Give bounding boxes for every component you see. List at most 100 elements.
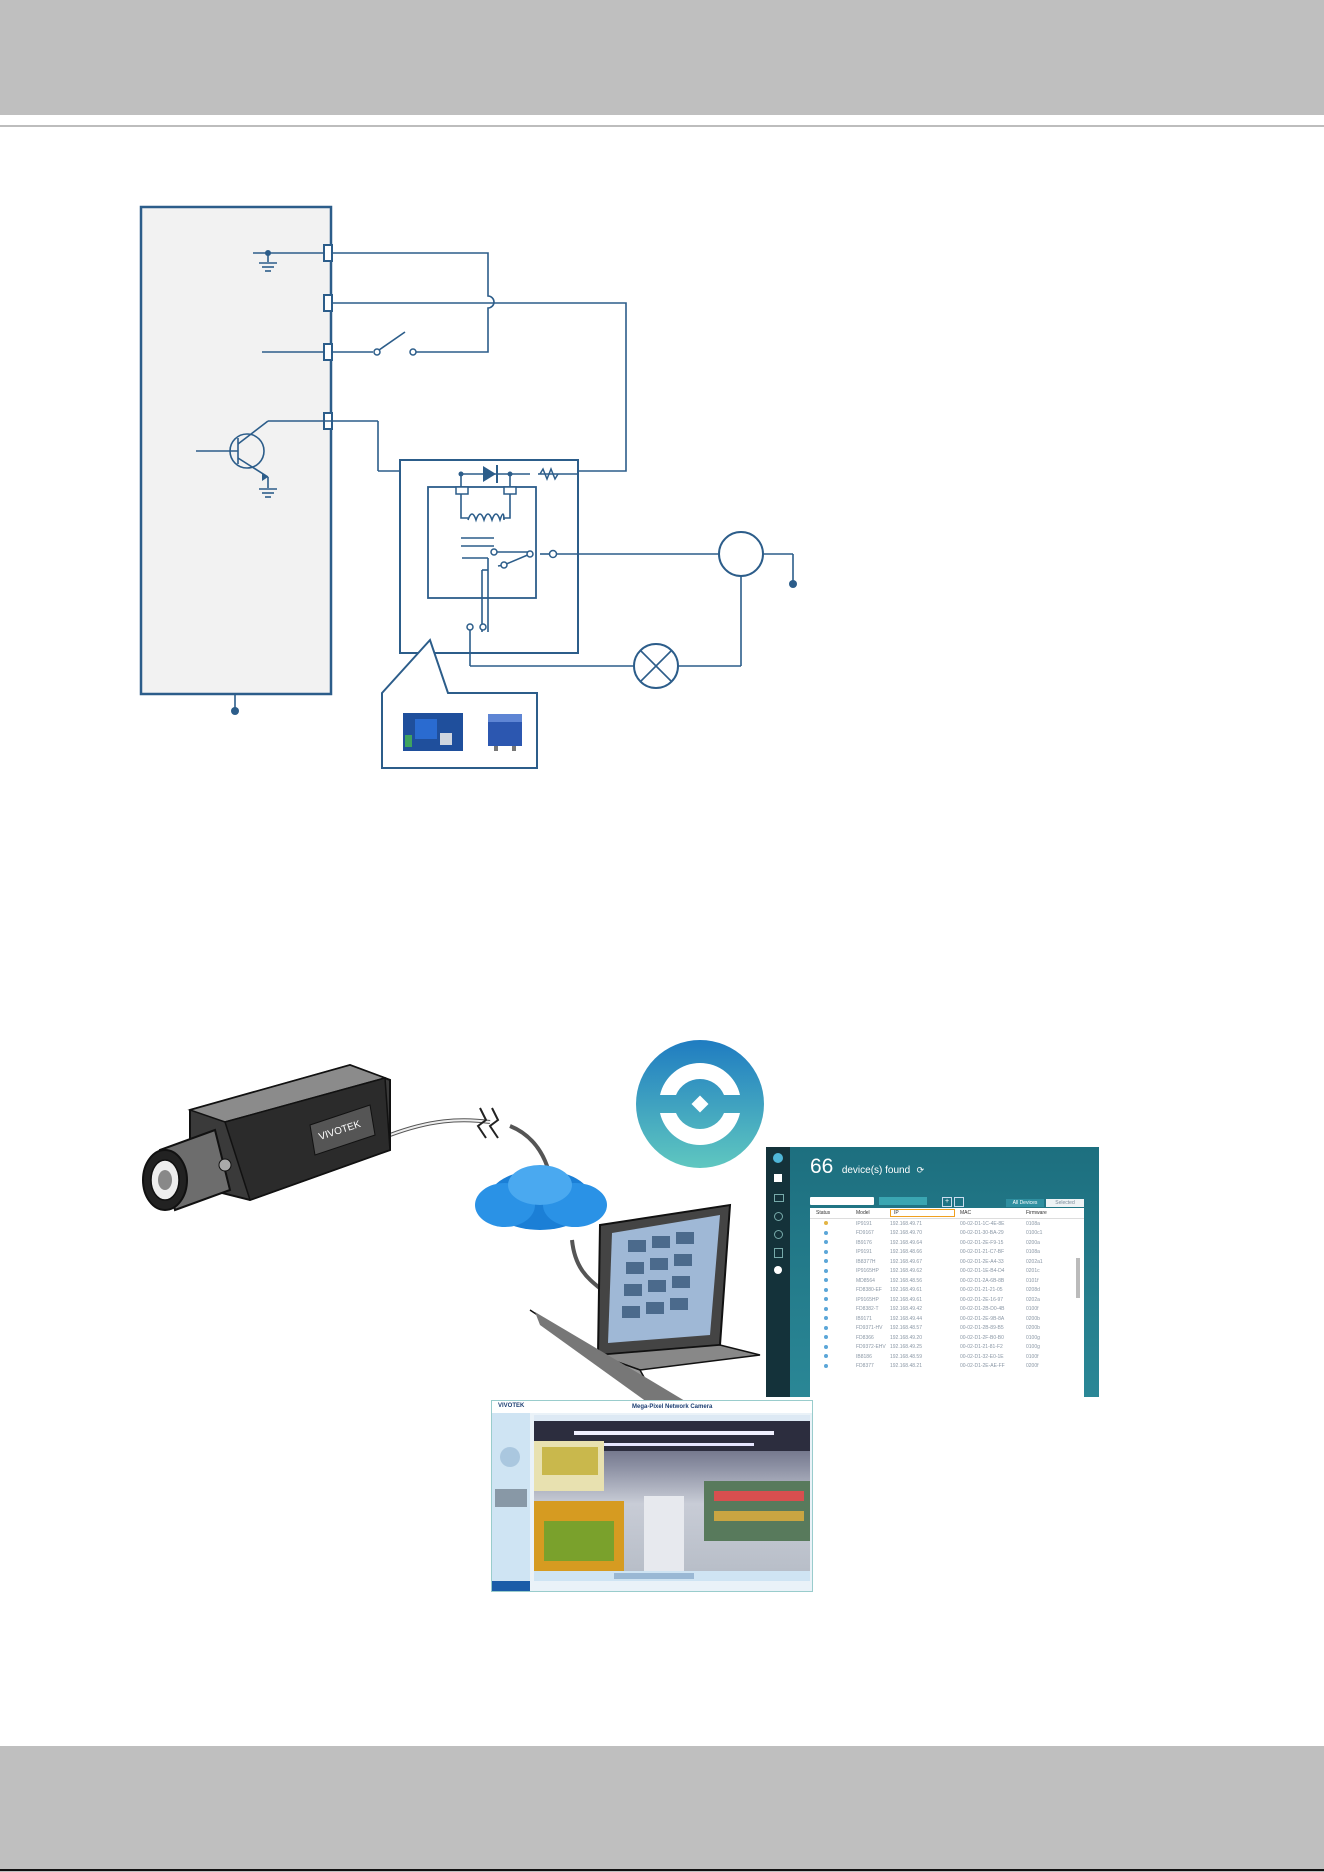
cell-firmware: 0202a bbox=[1026, 1296, 1040, 1303]
device-status-icon bbox=[824, 1230, 828, 1235]
page-footer-band bbox=[0, 1746, 1324, 1872]
col-ip[interactable]: IP bbox=[890, 1209, 955, 1217]
relay-coil-icon bbox=[467, 513, 505, 523]
search-button[interactable] bbox=[879, 1197, 927, 1205]
cell-model: FD8382-T bbox=[856, 1306, 879, 1312]
cell-firmware: 0100g bbox=[1026, 1334, 1040, 1341]
cell-model: FD8380-EF bbox=[856, 1287, 882, 1293]
cell-mac: 00-02-D1-32-E0-1E bbox=[960, 1353, 1004, 1360]
device-status-icon bbox=[824, 1287, 828, 1292]
left-panel-footer bbox=[492, 1581, 530, 1591]
tab-all-devices[interactable]: All Devices bbox=[1006, 1199, 1044, 1207]
device-discovery-window: 66 device(s) found ⟳ + All Devices Selec… bbox=[766, 1147, 1099, 1397]
device-status-icon bbox=[824, 1240, 828, 1244]
cell-firmware: 0108a bbox=[1026, 1249, 1040, 1255]
cell-model: MD8564 bbox=[856, 1277, 875, 1284]
ptz-control[interactable] bbox=[500, 1447, 520, 1467]
cell-firmware: 0100f bbox=[1026, 1353, 1039, 1360]
cell-mac: 00-02-D1-2B-D0-4B bbox=[960, 1306, 1005, 1312]
snapshot-thumbnail[interactable] bbox=[495, 1489, 527, 1507]
search-device-icon[interactable] bbox=[774, 1212, 783, 1221]
tab-selected[interactable]: Selected bbox=[1046, 1199, 1084, 1207]
settings-icon[interactable] bbox=[774, 1230, 783, 1239]
cell-mac: 00-02-D1-2A-6B-8B bbox=[960, 1277, 1005, 1284]
network-cloud-icon bbox=[475, 1165, 607, 1230]
device-status-icon bbox=[824, 1316, 828, 1320]
col-status[interactable]: Status bbox=[816, 1210, 831, 1216]
resistor-icon bbox=[539, 466, 559, 482]
cell-firmware: 0100c1 bbox=[1026, 1230, 1043, 1236]
device-table-header: Status Model IP MAC Firmware bbox=[810, 1208, 1084, 1219]
info-icon[interactable] bbox=[774, 1266, 782, 1274]
web-ui-header: VIVOTEK Mega-Pixel Network Camera bbox=[492, 1401, 812, 1413]
cell-mac: 00-02-D1-2E-F9-15 bbox=[960, 1239, 1004, 1246]
cell-model: IP9191 bbox=[856, 1249, 872, 1255]
cell-model: IP9165HP bbox=[856, 1268, 879, 1274]
table-row[interactable]: FD8366 192.168.49.20 00-02-D1-2F-B0-B0 0100… bbox=[810, 1333, 1084, 1343]
web-ui-left-panel bbox=[492, 1413, 530, 1591]
cell-firmware: 0100g bbox=[1026, 1344, 1040, 1350]
cell-mac: 00-02-D1-21-21-05 bbox=[960, 1287, 1003, 1293]
device-status-icon bbox=[824, 1306, 828, 1311]
cell-model: FD8377 bbox=[856, 1363, 874, 1369]
web-ui-brand: VIVOTEK bbox=[498, 1403, 525, 1409]
filter-input[interactable] bbox=[810, 1197, 874, 1205]
col-firmware[interactable]: Firmware bbox=[1026, 1210, 1047, 1216]
device-count: 66 bbox=[810, 1155, 834, 1178]
camera-web-ui: VIVOTEK Mega-Pixel Network Camera bbox=[491, 1400, 813, 1592]
cell-firmware: 0200b bbox=[1026, 1315, 1040, 1322]
diode-icon bbox=[483, 466, 496, 482]
refresh-icon[interactable]: ⟳ bbox=[916, 1165, 925, 1175]
home-icon[interactable] bbox=[774, 1174, 782, 1182]
add-button[interactable]: + bbox=[942, 1197, 952, 1207]
page-header-band bbox=[0, 0, 1324, 115]
cell-model: FD8366 bbox=[856, 1334, 874, 1341]
devices-icon[interactable] bbox=[774, 1194, 784, 1202]
cell-ip: 192.168.49.62 bbox=[890, 1268, 922, 1274]
device-status-icon bbox=[824, 1325, 828, 1330]
live-video-image bbox=[534, 1421, 810, 1571]
device-status-icon bbox=[824, 1297, 828, 1301]
live-view-controls[interactable] bbox=[614, 1573, 694, 1579]
cell-firmware: 0201c bbox=[1026, 1268, 1040, 1274]
cell-ip: 192.168.49.61 bbox=[890, 1296, 922, 1303]
cell-ip: 192.168.48.59 bbox=[890, 1353, 922, 1360]
cell-ip: 192.168.49.20 bbox=[890, 1334, 922, 1341]
export-button[interactable] bbox=[954, 1197, 964, 1207]
log-icon[interactable] bbox=[774, 1248, 783, 1258]
cell-model: FD9167 bbox=[856, 1230, 874, 1236]
footer-rule bbox=[0, 1869, 1324, 1871]
relay-module bbox=[399, 459, 579, 654]
cell-mac: 00-02-D1-21-81-F2 bbox=[960, 1344, 1003, 1350]
cell-ip: 192.168.49.64 bbox=[890, 1239, 922, 1246]
table-scrollbar[interactable] bbox=[1076, 1258, 1080, 1298]
cell-model: IB8377H bbox=[856, 1258, 876, 1265]
cell-ip: 192.168.48.66 bbox=[890, 1249, 922, 1255]
col-mac[interactable]: MAC bbox=[960, 1210, 972, 1216]
col-model[interactable]: Model bbox=[856, 1210, 870, 1216]
cell-mac: 00-02-D1-1C-4E-8E bbox=[960, 1220, 1005, 1227]
cell-mac: 00-02-D1-2E-16-97 bbox=[960, 1296, 1004, 1303]
cell-mac: 00-02-D1-2F-B0-B0 bbox=[960, 1334, 1004, 1341]
device-status-icon bbox=[824, 1354, 828, 1358]
live-view-toolbar bbox=[534, 1415, 810, 1421]
cell-firmware: 0100f bbox=[1026, 1306, 1039, 1312]
cell-mac: 00-02-D1-2E-9B-8A bbox=[960, 1315, 1005, 1322]
